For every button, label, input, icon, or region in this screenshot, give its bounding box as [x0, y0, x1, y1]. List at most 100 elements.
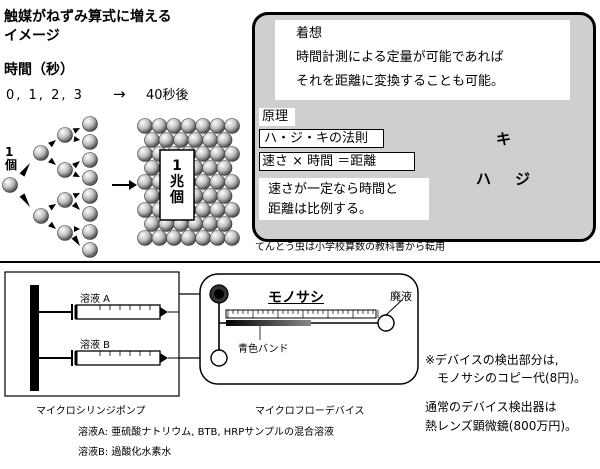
idea-heading: 着想 [296, 26, 323, 41]
cluster-ball [137, 174, 153, 190]
note-detector-line-1: ※デバイスの検出部分は, [425, 353, 559, 367]
branch-arrow [48, 221, 56, 229]
cluster-ball [195, 146, 211, 162]
branch-arrow [48, 204, 56, 211]
branch-arrow [72, 193, 80, 199]
note-detector-line-2: モノサシのコピー代(8円)。 [437, 371, 586, 385]
cluster-ball [202, 132, 218, 148]
cluster-ball [209, 202, 226, 218]
branch-arrow [71, 235, 80, 246]
cluster-ball [224, 230, 240, 246]
cluster-ball [195, 174, 211, 190]
catalyst-ball [82, 134, 98, 150]
catalyst-ball [57, 225, 73, 241]
branch-arrow [72, 128, 80, 134]
catalyst-ball [82, 152, 98, 168]
catalyst-ball [33, 145, 49, 161]
ladybug-ki: キ [496, 130, 512, 148]
cluster-ball [137, 230, 153, 246]
cluster-ball [209, 118, 226, 134]
one-unit-label: 1個 [5, 145, 18, 173]
cluster-ball [151, 230, 168, 246]
cluster-ball [137, 202, 153, 218]
note-line-2: 距離は比例する。 [268, 202, 373, 217]
branch-arrow [19, 163, 30, 177]
formula-text: 速さ × 時間 ＝距離 [262, 154, 377, 169]
cluster-ball [195, 118, 211, 134]
legend-solution-b: 溶液B: 過酸化水素水 [78, 447, 172, 458]
cluster-ball [195, 202, 211, 218]
catalyst-ball [2, 177, 18, 193]
idea-box [275, 20, 570, 100]
cluster-ball [166, 230, 182, 246]
cluster-ball [137, 118, 153, 134]
trillion-label: 1兆個 [170, 158, 184, 207]
branch-arrow [71, 201, 80, 210]
catalyst-ball [82, 170, 98, 186]
time-label: 時間（秒） [4, 62, 74, 78]
waste-label: 廃液 [390, 290, 412, 303]
law-box [259, 129, 384, 148]
title-line-1: 触媒がねずみ算式に増える [4, 9, 172, 25]
cluster-ball [187, 132, 204, 148]
trillion-label-box [159, 149, 195, 221]
cluster-ball [224, 174, 240, 190]
note-box [259, 178, 429, 220]
cluster-ball [180, 230, 197, 246]
catalyst-ball [82, 224, 98, 240]
cluster-ball [216, 160, 233, 176]
cluster-ball [216, 132, 233, 148]
solution-b-label: 溶液 B [80, 340, 111, 351]
cluster-ball [166, 118, 182, 134]
cluster-ball [137, 146, 153, 162]
branch-arrow [19, 193, 30, 207]
cluster-ball [209, 230, 226, 246]
end-time: 40秒後 [146, 88, 189, 103]
cluster-ball [144, 132, 160, 148]
ladybug-ji: ジ [515, 170, 531, 188]
legend-solution-a: 溶液A: 亜硫酸ナトリウム, BTB, HRPサンプルの混合溶液 [78, 427, 334, 438]
pump-label: マイクロシリンジポンプ [36, 406, 146, 417]
cluster-ball [202, 216, 218, 232]
blue-band-label: 青色バンド [238, 344, 289, 355]
catalyst-branching-diagram [2, 116, 98, 258]
solution-a-label: 溶液 A [80, 294, 111, 305]
branch-arrow [72, 171, 80, 177]
cluster-ball [209, 174, 226, 190]
cluster-ball [202, 160, 218, 176]
cluster-ball [195, 230, 211, 246]
catalyst-ball [57, 162, 73, 178]
branch-arrow [48, 140, 56, 148]
cluster-ball [158, 132, 175, 148]
branch-arrow [74, 226, 80, 232]
syringe-pump [4, 271, 180, 397]
growth-arrow [112, 180, 137, 190]
idea-line-1: 時間計測による定量が可能であれば [296, 50, 504, 65]
cluster-ball [144, 188, 160, 204]
note-line-1: 速さが一定なら時間と [268, 182, 399, 197]
device-label: マイクロフローデバイス [255, 406, 365, 417]
cluster-ball [209, 146, 226, 162]
cluster-ball [216, 216, 233, 232]
catalyst-ball [33, 208, 49, 224]
title-line-2: イメージ [4, 28, 60, 44]
cluster-ball [216, 188, 233, 204]
cluster-ball [144, 216, 160, 232]
cluster-ball [224, 146, 240, 162]
time-sequence: 0, 1, 2, 3 [6, 88, 84, 103]
cluster-ball [224, 118, 240, 134]
catalyst-ball [82, 188, 98, 204]
cluster-ball [144, 160, 160, 176]
cluster-ball [151, 118, 168, 134]
microflow-device [199, 273, 419, 385]
cluster-ball [180, 118, 197, 134]
time-arrow: → [113, 85, 126, 103]
principle-label-box [259, 108, 295, 126]
branch-arrow [73, 136, 80, 142]
branch-arrow [72, 161, 80, 169]
catalyst-ball [82, 116, 98, 132]
chip-label: モノサシ [268, 290, 324, 306]
cluster-ball [173, 132, 189, 148]
ladybug-caption: てんとう虫は小学校算数の教科書から転用 [255, 242, 445, 253]
